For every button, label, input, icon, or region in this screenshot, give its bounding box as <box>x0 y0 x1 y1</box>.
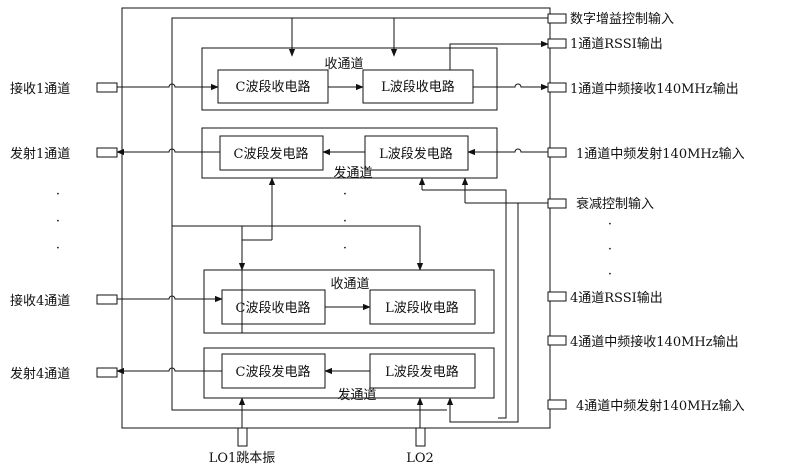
ch4-c-band-rx-block <box>221 289 326 325</box>
label-if-rx4: 4通道中频接收140MHz输出 <box>570 334 739 350</box>
left-ellipsis-1: · <box>56 187 60 202</box>
path-rx4-in <box>117 295 223 303</box>
label-atten-ctrl: 衰减控制输入 <box>576 196 654 212</box>
ch1-l-band-rx-label: L波段收电路 <box>381 79 455 95</box>
path-ch1-rssi <box>449 40 549 70</box>
label-rssi4: 4通道RSSI输出 <box>570 290 663 306</box>
port-lo2 <box>415 427 426 447</box>
center-ellipsis-1: · <box>343 187 347 202</box>
port-rx1 <box>96 82 118 93</box>
ch4-l-band-tx-label: L波段发电路 <box>385 364 459 380</box>
right-ellipsis-1: · <box>608 217 612 232</box>
module-outline <box>121 7 551 429</box>
port-atten-ctrl <box>547 198 567 209</box>
label-if-rx1: 1通道中频接收140MHz输出 <box>570 81 739 97</box>
label-tx4: 发射4通道 <box>10 366 70 382</box>
label-tx1: 发射1通道 <box>10 146 70 162</box>
path-tx1-out <box>116 148 220 156</box>
port-if-rx4 <box>547 335 567 346</box>
ch4-l-band-tx-block <box>369 353 476 389</box>
right-ellipsis-3: · <box>608 267 612 282</box>
ch1-l-band-rx-block <box>362 69 474 104</box>
port-tx4 <box>96 367 118 378</box>
ch1-c-band-tx-block <box>219 135 324 171</box>
ch1-l-band-tx-label: L波段发电路 <box>379 146 453 162</box>
port-rssi4 <box>547 291 567 302</box>
channel4-tx-group <box>203 347 495 399</box>
port-if-rx1 <box>547 82 567 93</box>
label-if-tx4: 4通道中频发射140MHz输入 <box>576 398 745 414</box>
path-atten-to-ch4-l-tx <box>446 203 519 423</box>
path-tx4-out <box>116 367 222 375</box>
channel1-rx-group <box>201 47 498 111</box>
path-gain-ctrl-bus <box>171 17 548 411</box>
path-lo2-riser <box>422 189 507 419</box>
channel1-tx-group <box>201 127 498 179</box>
ch4-l-band-rx-block <box>369 289 476 325</box>
channel4-rx-group <box>203 269 495 334</box>
ch4-c-band-rx-label: C波段收电路 <box>236 300 311 316</box>
label-lo1: LO1跳本振 <box>209 451 276 466</box>
label-gain-ctrl: 数字增益控制输入 <box>570 11 674 27</box>
left-ellipsis-3: · <box>56 241 60 256</box>
label-rx1: 接收1通道 <box>10 81 70 97</box>
center-ellipsis-3: · <box>343 241 347 256</box>
label-if-tx1: 1通道中频发射140MHz输入 <box>576 146 745 162</box>
port-tx1 <box>96 147 118 158</box>
left-ellipsis-2: · <box>56 214 60 229</box>
port-if-tx1 <box>547 147 567 158</box>
port-if-tx4 <box>547 399 567 410</box>
port-rssi1 <box>547 38 567 49</box>
ch1-c-band-tx-label: C波段发电路 <box>234 146 309 162</box>
path-ch1-if-out <box>473 83 549 91</box>
label-rssi1: 1通道RSSI输出 <box>570 36 663 52</box>
path-rx1-in <box>117 83 219 91</box>
ch4-rx-group-label: 收通道 <box>330 277 369 292</box>
port-lo1 <box>237 427 248 447</box>
ch4-c-band-tx-block <box>221 353 326 389</box>
ch4-tx-group-label: 发通道 <box>337 387 376 403</box>
ch4-c-band-tx-label: C波段发电路 <box>236 364 311 380</box>
path-ch1-if-in <box>467 148 548 156</box>
label-lo2: LO2 <box>406 451 434 466</box>
ch1-tx-group-label: 发通道 <box>333 165 372 181</box>
right-ellipsis-2: · <box>608 242 612 257</box>
label-rx4: 接收4通道 <box>10 293 70 309</box>
ch1-rx-group-label: 收通道 <box>324 57 363 72</box>
port-rx4 <box>96 294 118 305</box>
ch4-l-band-rx-label: L波段收电路 <box>385 300 459 316</box>
center-ellipsis-2: · <box>343 214 347 229</box>
port-gain-ctrl <box>547 13 567 24</box>
ch1-c-band-rx-label: C波段收电路 <box>236 79 311 95</box>
